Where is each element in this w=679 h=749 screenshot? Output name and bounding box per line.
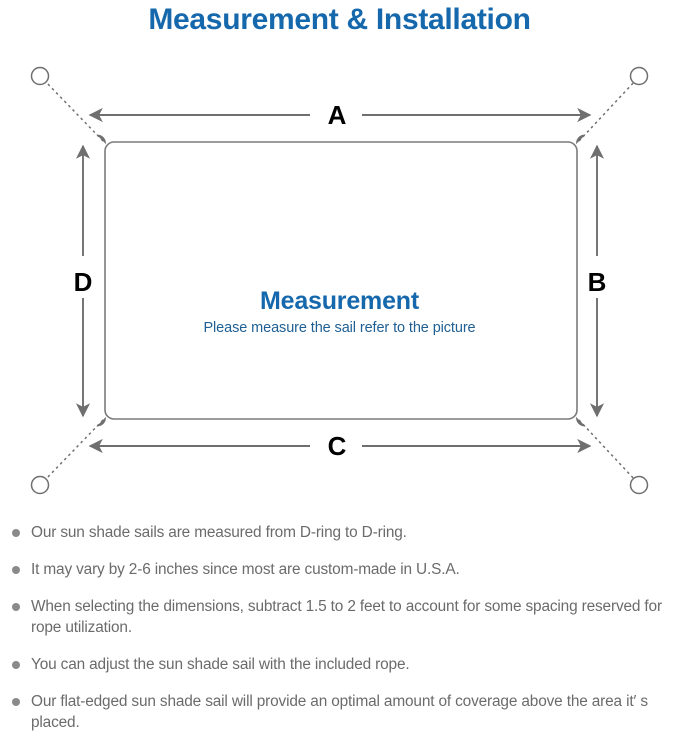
measurement-diagram: A C D B Measurement Please measure the s… — [0, 48, 679, 513]
sail-rectangle — [104, 141, 578, 420]
note-text: It may vary by 2-6 inches since most are… — [31, 561, 460, 578]
anchor-point-bottom-left — [30, 475, 50, 495]
anchor-point-top-right — [629, 66, 649, 86]
bullet-icon — [12, 603, 20, 611]
d-ring-top-left — [96, 134, 107, 145]
d-ring-bottom-left — [96, 416, 107, 427]
bullet-icon — [12, 529, 20, 537]
rope-line-bottom-left — [43, 419, 104, 482]
list-item: Our flat-edged sun shade sail will provi… — [0, 691, 679, 733]
dimension-label-a: A — [328, 100, 347, 130]
rope-line-top-left — [43, 79, 104, 142]
dimension-label-c: C — [328, 431, 347, 461]
bullet-icon — [12, 566, 20, 574]
dimension-label-d: D — [74, 267, 93, 297]
list-item: You can adjust the sun shade sail with t… — [0, 654, 679, 675]
list-item: Our sun shade sails are measured from D-… — [0, 522, 679, 543]
note-text: When selecting the dimensions, subtract … — [31, 598, 662, 636]
bullet-icon — [12, 661, 20, 669]
note-text: Our sun shade sails are measured from D-… — [31, 524, 407, 541]
d-ring-bottom-right — [575, 416, 586, 427]
page-title: Measurement & Installation — [148, 3, 531, 36]
rope-line-bottom-right — [578, 419, 637, 482]
note-text: You can adjust the sun shade sail with t… — [31, 656, 410, 673]
list-item: When selecting the dimensions, subtract … — [0, 596, 679, 638]
diagram-svg: A C D B — [30, 66, 649, 495]
note-text: Our flat-edged sun shade sail will provi… — [31, 693, 648, 731]
rope-line-top-right — [578, 79, 637, 142]
d-ring-top-right — [575, 134, 586, 145]
anchor-point-bottom-right — [629, 475, 649, 495]
dimension-label-b: B — [588, 267, 607, 297]
anchor-point-top-left — [30, 66, 50, 86]
list-item: It may vary by 2-6 inches since most are… — [0, 559, 679, 580]
notes-list: Our sun shade sails are measured from D-… — [0, 522, 679, 749]
bullet-icon — [12, 698, 20, 706]
